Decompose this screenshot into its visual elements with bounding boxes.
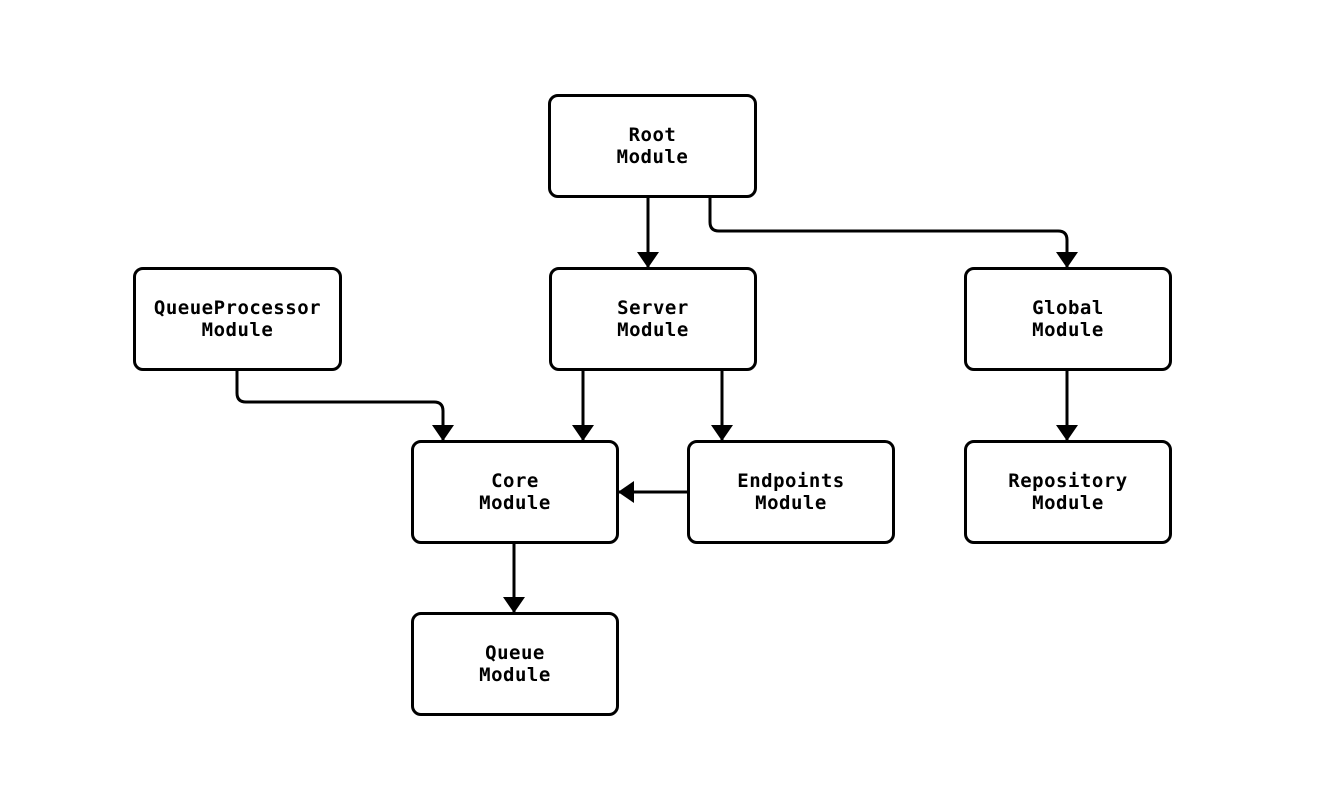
node-endpoints: Endpoints Module [687, 440, 895, 544]
edge-queueprocessor-core [235, 371, 454, 441]
node-server: Server Module [549, 267, 757, 371]
node-label-repository: Repository Module [1008, 470, 1128, 514]
node-label-server: Server Module [617, 297, 689, 341]
node-global: Global Module [964, 267, 1172, 371]
node-label-queueprocessor: QueueProcessor Module [153, 297, 322, 341]
node-queueprocessor: QueueProcessor Module [133, 267, 342, 371]
node-label-global: Global Module [1032, 297, 1104, 341]
node-label-root: Root Module [616, 124, 689, 168]
node-queue: Queue Module [411, 612, 619, 716]
node-label-queue: Queue Module [479, 642, 551, 686]
node-repository: Repository Module [964, 440, 1172, 544]
node-core: Core Module [411, 440, 619, 544]
edge-root-global [708, 198, 1078, 268]
node-label-endpoints: Endpoints Module [737, 470, 845, 514]
node-root: Root Module [548, 94, 757, 198]
node-label-core: Core Module [479, 470, 551, 514]
